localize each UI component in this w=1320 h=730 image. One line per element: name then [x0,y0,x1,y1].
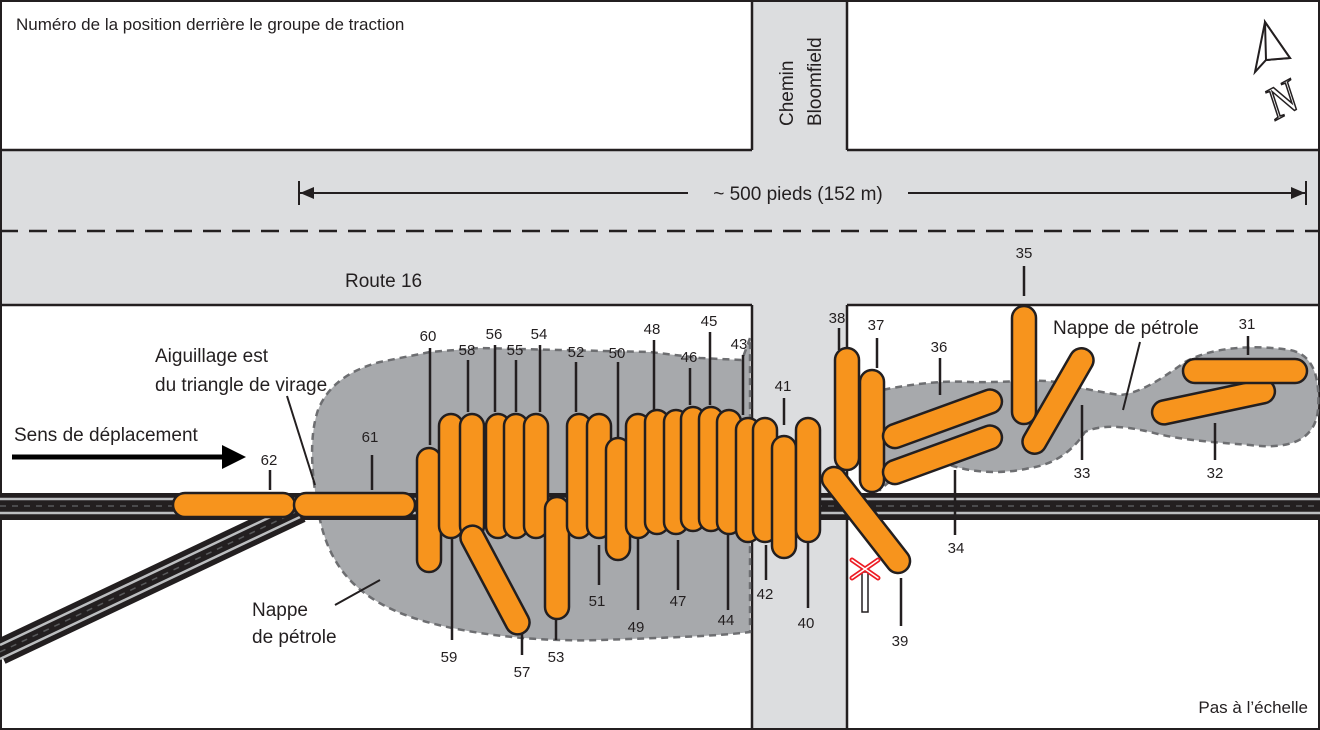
route-16-road [0,150,1320,305]
car-35 [1010,304,1038,426]
position-label: 41 [775,378,792,395]
direction-label: Sens de déplacement [14,425,199,446]
position-label: 31 [1239,316,1256,333]
position-label: 44 [718,612,735,629]
spill-label-west-line2: de pétrole [252,627,337,648]
position-label: 48 [644,321,661,338]
car-38 [833,346,861,472]
car-58 [458,412,486,540]
position-label: 62 [261,452,278,469]
car-41 [770,434,798,560]
position-label: 60 [420,328,437,345]
switch-label-line2: du triangle de virage [155,375,327,396]
position-label: 46 [681,349,698,366]
car-57 [459,524,531,636]
position-label: 47 [670,593,687,610]
position-label: 36 [931,339,948,356]
car-33 [1021,347,1095,455]
position-label: 34 [948,540,965,557]
car-60 [415,446,443,574]
crossing-signal-marker [849,557,881,613]
distance-dimension [298,181,1307,205]
route-16-label: Route 16 [345,271,422,292]
scale-note: Pas à l’échelle [1198,698,1308,717]
spill-label-east: Nappe de pétrole [1053,318,1199,339]
position-label: 40 [798,615,815,632]
position-label: 39 [892,633,909,650]
switch-label-line1: Aiguillage est [155,346,269,367]
car-54 [522,412,550,540]
car-40 [794,416,822,544]
bloomfield-road [752,0,847,730]
position-label: 42 [757,586,774,603]
north-arrow-icon: N [1253,18,1310,130]
car-36 [881,388,1004,450]
position-label: 55 [507,342,524,359]
position-label: 33 [1074,465,1091,482]
annotation-leaders [286,341,1141,606]
svg-text:Chemin: Chemin [777,61,798,126]
position-label: 61 [362,429,379,446]
position-label: 52 [568,344,585,361]
car-34 [881,424,1004,486]
position-label: 37 [868,317,885,334]
car-32 [1150,378,1277,426]
position-label: 51 [589,593,606,610]
distance-label: ~ 500 pieds (152 m) [713,184,883,205]
direction-arrow [12,445,246,469]
position-label: 38 [829,310,846,327]
position-label: 32 [1207,465,1224,482]
leader-lines [268,266,1250,655]
position-label: 43 [731,336,748,353]
car-62 [171,491,297,519]
position-label: 53 [548,649,565,666]
spill-label-west-line1: Nappe [252,600,308,621]
position-label: 54 [531,326,548,343]
car-53 [543,495,571,621]
car-37 [858,368,886,494]
position-label: 56 [486,326,503,343]
position-label: 58 [459,342,476,359]
diagram-title: Numéro de la position derrière le groupe… [16,15,404,34]
position-label: 59 [441,649,458,666]
position-label: 35 [1016,245,1033,262]
car-61 [292,491,417,519]
north-label: N [1255,69,1309,130]
car-position-labels: 62 61 60 59 58 57 56 55 54 53 52 51 50 4… [261,245,1256,681]
car-39 [820,465,912,575]
car-31 [1181,357,1309,385]
chemin-bloomfield-label: Chemin Bloomfield [777,37,826,126]
position-label: 57 [514,664,531,681]
wye-track [0,498,306,664]
svg-text:Bloomfield: Bloomfield [805,37,826,126]
rail-cars [171,304,1309,636]
position-label: 45 [701,313,718,330]
position-label: 49 [628,619,645,636]
position-label: 50 [609,345,626,362]
